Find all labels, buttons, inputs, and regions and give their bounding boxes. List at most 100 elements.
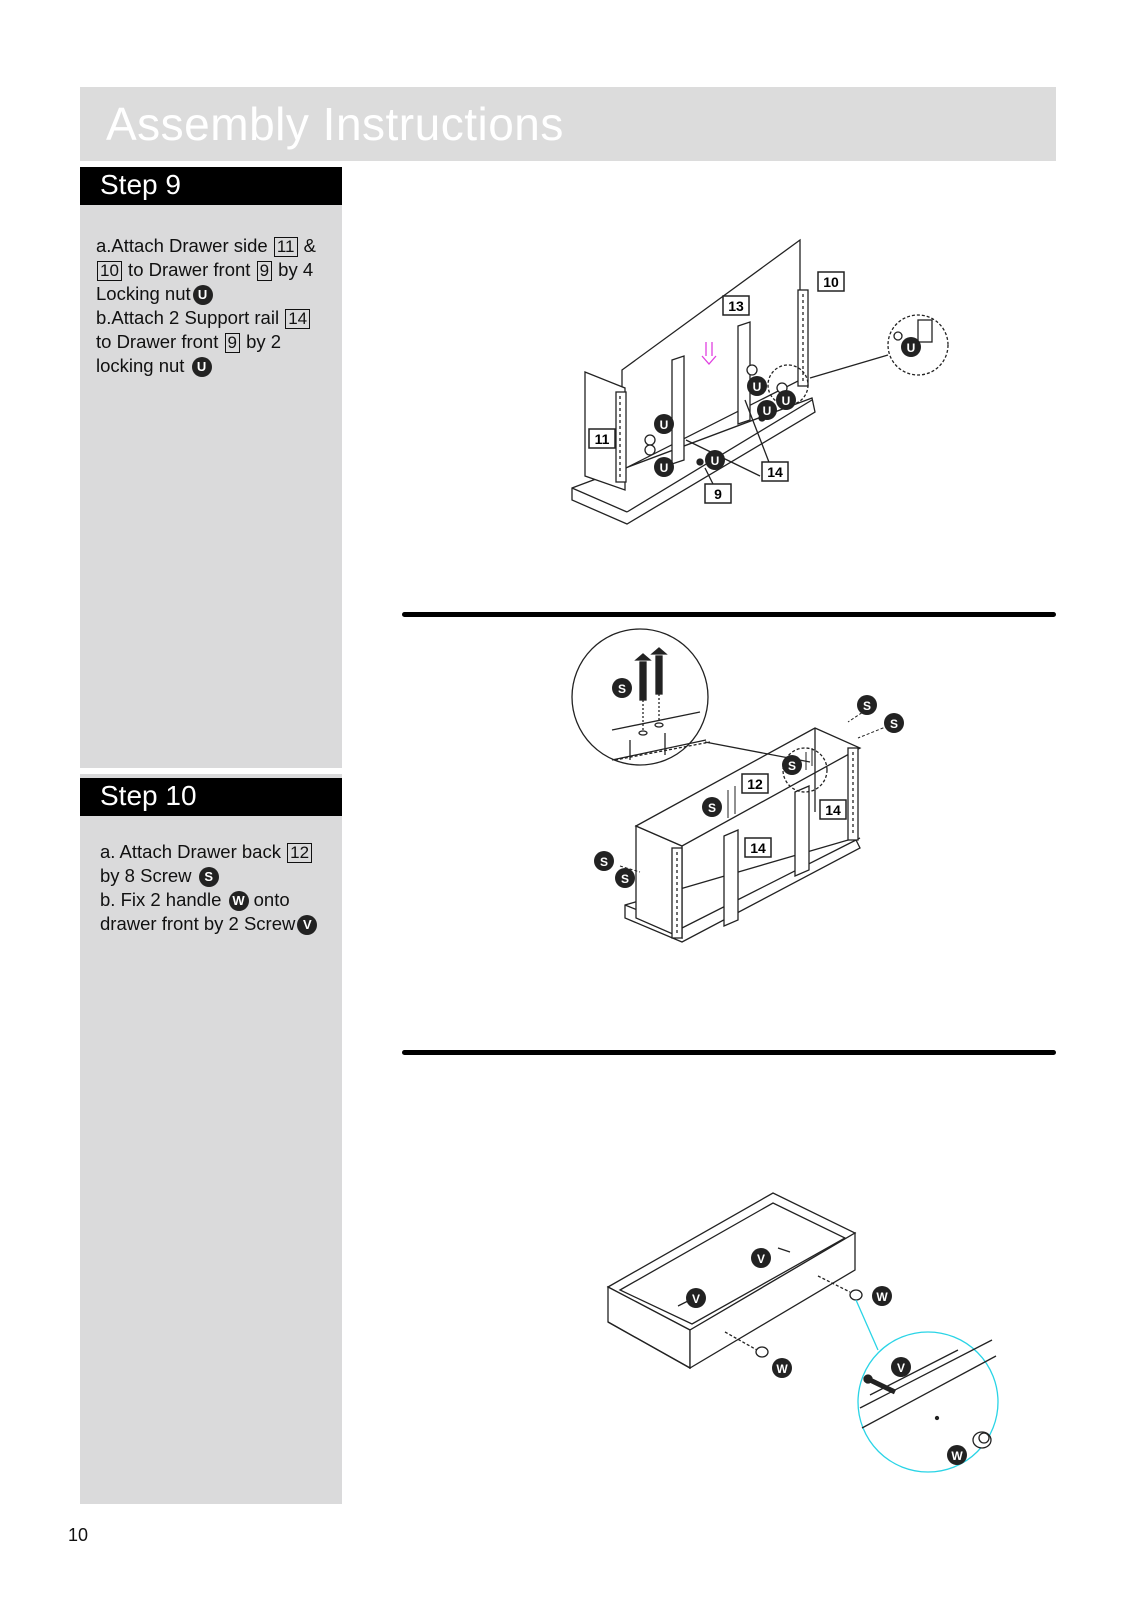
svg-text:U: U [660, 461, 669, 475]
fastener-badge-u: U [747, 376, 767, 396]
instruction-line: locking nut U [96, 354, 316, 378]
page-title: Assembly Instructions [106, 98, 564, 150]
part-number: 9 [256, 261, 273, 281]
sidebar-gap [80, 768, 342, 774]
instruction-line: 10 to Drawer front 9 by 4 [96, 258, 316, 282]
instruction-text: b. Fix 2 handle [100, 889, 227, 910]
svg-text:9: 9 [714, 486, 722, 502]
instruction-text: to Drawer front [122, 259, 256, 280]
svg-text:S: S [788, 759, 796, 773]
instruction-line: by 8 Screw S [100, 864, 317, 888]
instruction-text: a.Attach Drawer side [96, 235, 273, 256]
instruction-line: a.Attach Drawer side 11 & [96, 234, 316, 258]
part-label-14: 14 [819, 799, 847, 820]
svg-text:S: S [621, 872, 629, 886]
fastener-badge-u: U [901, 337, 921, 357]
part-number: 10 [97, 261, 122, 281]
part-number: 12 [287, 843, 313, 863]
svg-text:11: 11 [595, 431, 610, 447]
fastener-badge-u: U [654, 414, 674, 434]
svg-text:S: S [890, 717, 898, 731]
svg-text:14: 14 [767, 464, 783, 480]
instruction-text: onto [248, 889, 290, 910]
instruction-text: drawer front by 2 Screw [100, 913, 296, 934]
svg-text:10: 10 [823, 274, 839, 290]
fastener-badge-v: V [751, 1248, 771, 1268]
part-label-14: 14 [744, 837, 772, 858]
fastener-badge-s: S [612, 678, 632, 698]
section-divider [402, 612, 1056, 617]
fastener-badge-s: S [702, 797, 722, 817]
svg-text:U: U [753, 380, 762, 394]
fastener-badge: V [297, 915, 318, 936]
part-number: 11 [273, 237, 298, 257]
part-number: 9 [224, 333, 240, 353]
instruction-sidebar [80, 167, 342, 1504]
fastener-badge-u: U [654, 457, 674, 477]
instruction-text: by 8 Screw [100, 865, 197, 886]
step-10-drawer-diagram [571, 628, 889, 943]
part-label-10: 10 [817, 271, 845, 292]
fastener-badge-w: W [947, 1445, 967, 1465]
fastener-badges: U U U U U U U S S S S S S S V V V W W W [594, 337, 967, 1465]
step-10-heading: Step 10 [80, 778, 342, 816]
svg-text:U: U [711, 454, 720, 468]
part-labels: 10 13 11 14 9 12 14 14 [588, 271, 847, 858]
svg-text:12: 12 [747, 776, 763, 792]
fastener-badge: S [198, 867, 219, 888]
svg-text:U: U [782, 394, 791, 408]
svg-text:V: V [897, 1361, 905, 1375]
fastener-badge-w: W [772, 1358, 792, 1378]
instruction-text: Locking nut [96, 283, 191, 304]
page-header: Assembly Instructions [80, 87, 1056, 161]
part-label-14: 14 [761, 461, 789, 482]
instruction-line: b.Attach 2 Support rail 14 [96, 306, 316, 330]
fastener-badge-s: S [884, 713, 904, 733]
fastener-badge-u: U [757, 400, 777, 420]
fastener-badge-w: W [872, 1286, 892, 1306]
fastener-badge-s: S [615, 868, 635, 888]
instruction-text: to Drawer front [96, 331, 224, 352]
instruction-text: by 2 [240, 331, 282, 352]
fastener-badge-v: V [686, 1288, 706, 1308]
part-label-12: 12 [741, 773, 769, 794]
instruction-line: b. Fix 2 handle W onto [100, 888, 317, 912]
instruction-text: locking nut [96, 355, 190, 376]
step-9-heading: Step 9 [80, 167, 342, 205]
svg-text:U: U [907, 341, 916, 355]
step-10-title: Step 10 [100, 780, 197, 811]
svg-text:14: 14 [750, 840, 766, 856]
svg-text:S: S [863, 699, 871, 713]
svg-text:S: S [708, 801, 716, 815]
step-9-title: Step 9 [100, 169, 181, 200]
instruction-text: & [298, 235, 316, 256]
svg-text:V: V [757, 1252, 765, 1266]
svg-text:W: W [951, 1449, 963, 1463]
svg-text:W: W [876, 1290, 888, 1304]
fastener-badge: U [192, 285, 213, 306]
svg-text:13: 13 [728, 298, 744, 314]
part-label-11: 11 [588, 428, 616, 449]
svg-text:U: U [763, 404, 772, 418]
step-9-diagram [571, 238, 949, 525]
svg-text:14: 14 [825, 802, 841, 818]
section-divider [402, 1050, 1056, 1055]
step-9-instructions: a.Attach Drawer side 11 & 10 to Drawer f… [96, 234, 316, 378]
fastener-badge: W [228, 891, 249, 912]
fastener-badge-v: V [891, 1357, 911, 1377]
page-number: 10 [68, 1525, 89, 1545]
fastener-badge-s: S [594, 851, 614, 871]
step-10-handle-diagram [606, 1192, 999, 1473]
instruction-text: a. Attach Drawer back [100, 841, 287, 862]
part-label-9: 9 [704, 483, 732, 504]
fastener-badge-s: S [782, 755, 802, 775]
step-10-instructions: a. Attach Drawer back 12 by 8 Screw S b.… [100, 840, 318, 936]
fastener-badge-u: U [776, 390, 796, 410]
svg-text:S: S [618, 682, 626, 696]
svg-text:W: W [776, 1362, 788, 1376]
fastener-badge-s: S [857, 695, 877, 715]
part-label-13: 13 [722, 295, 750, 316]
svg-text:U: U [660, 418, 669, 432]
